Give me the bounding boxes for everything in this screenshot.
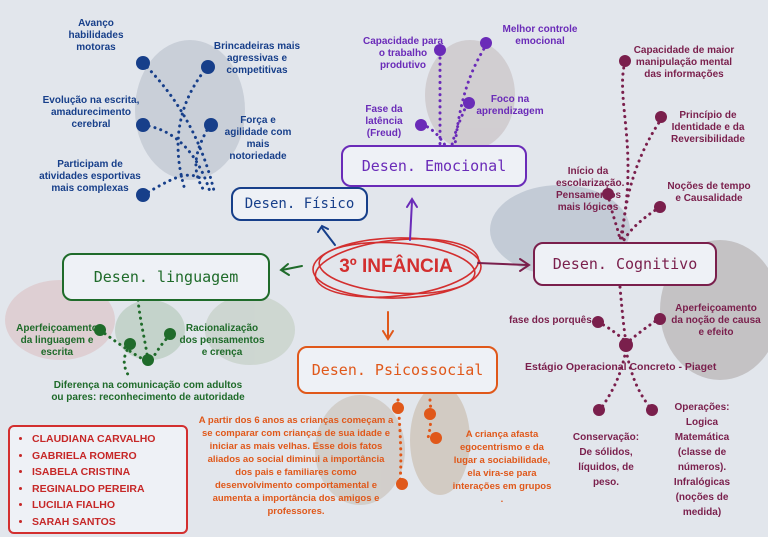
psicossocial-dot xyxy=(424,408,436,420)
fisico-item-1: Avanço habilidades motoras xyxy=(68,18,124,53)
cognitivo-dot xyxy=(655,111,667,123)
cognitivo-item-4: Noções de tempo e Causalidade xyxy=(667,181,751,204)
fisico-dot xyxy=(136,188,150,202)
cognitivo-dot xyxy=(654,201,666,213)
fisico-title: Desen. Físico xyxy=(244,196,355,212)
linguagem-item-1: Aperfeiçoamento da linguagem e escrita xyxy=(16,323,98,358)
linguagem-title-box: Desen. linguagem xyxy=(62,253,270,301)
cognitivo-item-7: Estágio Operacional Concreto - Piaget xyxy=(525,361,717,373)
author-name: ISABELA CRISTINA xyxy=(32,464,186,481)
cognitivo-dot xyxy=(593,404,605,416)
cognitivo-item-3: Início da escolarização. Pensamentos mai… xyxy=(556,166,625,213)
emocional-title: Desen. Emocional xyxy=(361,157,507,175)
emocional-dot xyxy=(463,97,475,109)
cognitivo-dot xyxy=(654,313,666,325)
fisico-dot xyxy=(136,118,150,132)
cognitivo-title-box: Desen. Cognitivo xyxy=(533,242,717,286)
cognitivo-dot xyxy=(646,404,658,416)
linguagem-dot xyxy=(94,324,106,336)
psicossocial-item-2: A criança afasta egocentrismo e da lugar… xyxy=(452,429,552,505)
linguagem-item-2: Racionalização dos pensamentos e crença xyxy=(179,323,265,358)
emocional-item-3: Fase da latência (Freud) xyxy=(365,104,403,139)
fisico-item-3: Evolução na escrita, amadurecimento cere… xyxy=(42,95,140,130)
cognitivo-item-9: Operações: Logica Matemática (classe de … xyxy=(673,402,731,518)
cognitivo-dot xyxy=(602,188,614,200)
fisico-title-box: Desen. Físico xyxy=(231,187,368,221)
emocional-dot xyxy=(415,119,427,131)
author-name: SARAH SANTOS xyxy=(32,514,186,531)
fisico-item-5: Participam de atividades esportivas mais… xyxy=(39,159,141,194)
emocional-dot xyxy=(480,37,492,49)
emocional-item-2: Melhor controle emocional xyxy=(502,24,578,47)
cognitivo-item-2: Princípio de Identidade e da Reversibili… xyxy=(671,110,745,145)
psicossocial-dot xyxy=(396,478,408,490)
cognitivo-dot xyxy=(619,338,633,352)
psicossocial-dot xyxy=(392,402,404,414)
psicossocial-dot xyxy=(430,432,442,444)
emocional-item-1: Capacidade para o trabalho produtivo xyxy=(362,36,444,71)
cognitivo-item-6: Aperfeiçoamento da noção de causa e efei… xyxy=(671,303,761,338)
cognitivo-item-8: Conservação: De sólidos, líquidos, de pe… xyxy=(572,432,640,488)
emocional-item-4: Foco na aprendizagem xyxy=(476,94,544,117)
cognitivo-item-5: fase dos porquês xyxy=(509,315,592,326)
linguagem-dot xyxy=(124,338,136,350)
authors-box: CLAUDIANA CARVALHO GABRIELA ROMERO ISABE… xyxy=(8,425,188,534)
cognitivo-title: Desen. Cognitivo xyxy=(552,255,698,273)
fisico-dot xyxy=(201,60,215,74)
center-title: 3º INFÂNCIA xyxy=(339,256,453,277)
psicossocial-title: Desen. Psicossocial xyxy=(311,361,484,379)
linguagem-dot xyxy=(142,354,154,366)
linguagem-title: Desen. linguagem xyxy=(93,268,239,286)
fisico-item-4: Força e agilidade com mais notoriedade xyxy=(224,115,292,162)
linguagem-item-3: Diferença na comunicação com adultos ou … xyxy=(51,380,245,403)
linguagem-dot xyxy=(164,328,176,340)
fisico-dot xyxy=(136,56,150,70)
psicossocial-item-1: A partir dos 6 anos as crianças começam … xyxy=(198,415,394,517)
author-name: REGINALDO PEREIRA xyxy=(32,481,186,498)
emocional-dot xyxy=(434,44,446,56)
cognitivo-dot xyxy=(619,55,631,67)
psicossocial-title-box: Desen. Psicossocial xyxy=(297,346,498,394)
cognitivo-dot xyxy=(592,316,604,328)
author-name: GABRIELA ROMERO xyxy=(32,448,186,465)
fisico-item-2: Brincadeiras mais agressivas e competiti… xyxy=(213,41,301,76)
author-name: CLAUDIANA CARVALHO xyxy=(32,431,186,448)
author-name: LUCILIA FIALHO xyxy=(32,497,186,514)
cognitivo-item-1: Capacidade de maior manipulação mental d… xyxy=(633,45,735,80)
emocional-title-box: Desen. Emocional xyxy=(341,145,527,187)
fisico-dot xyxy=(204,118,218,132)
